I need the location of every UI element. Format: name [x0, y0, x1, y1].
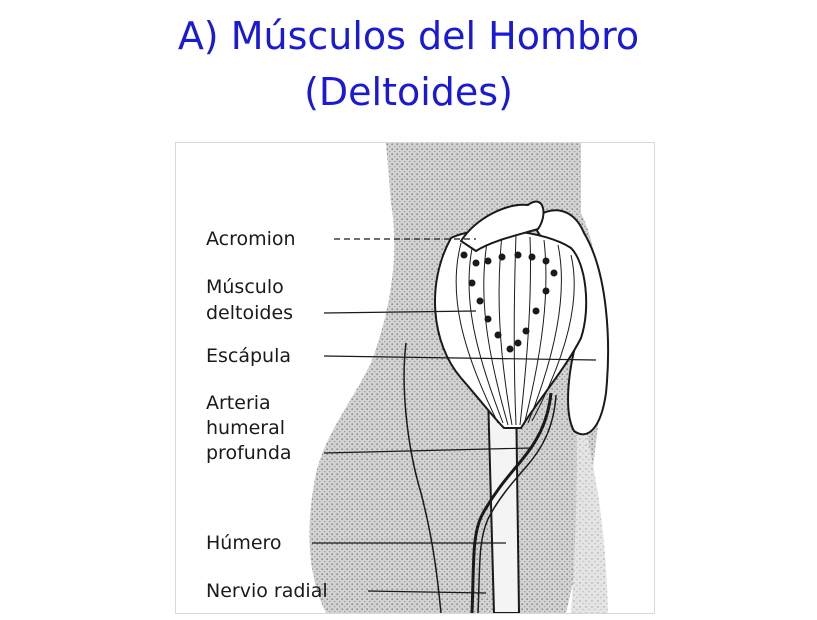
deep-brachial-artery	[470, 392, 553, 613]
acromion-shape	[459, 200, 545, 253]
radial-nerve	[477, 394, 557, 613]
shoulder-illustration: Acromion Músculo deltoides Escápula Arte…	[206, 143, 610, 613]
label-acromion: Acromion	[206, 228, 296, 250]
label-radial-nerve: Nervio radial	[206, 580, 328, 602]
label-humerus: Húmero	[206, 532, 282, 554]
chest-outline	[403, 342, 442, 613]
label-artery-line-1: Arteria	[206, 392, 271, 414]
label-artery-line-3: profunda	[206, 442, 292, 464]
slide-title-line-1: A) Músculos del Hombro	[177, 14, 640, 58]
shoulder-anatomy-figure: Acromion Músculo deltoides Escápula Arte…	[175, 142, 655, 614]
outer-arm-shading	[571, 393, 608, 613]
label-deltoid-line-1: Músculo	[206, 276, 284, 298]
label-deltoid-line-2: deltoides	[206, 302, 293, 324]
deltoid-insertion-dots	[460, 251, 558, 353]
label-scapula: Escápula	[206, 345, 291, 367]
slide-title-line-2: (Deltoides)	[304, 70, 513, 114]
leader-lines	[312, 238, 597, 594]
label-artery-line-2: humeral	[206, 417, 285, 439]
